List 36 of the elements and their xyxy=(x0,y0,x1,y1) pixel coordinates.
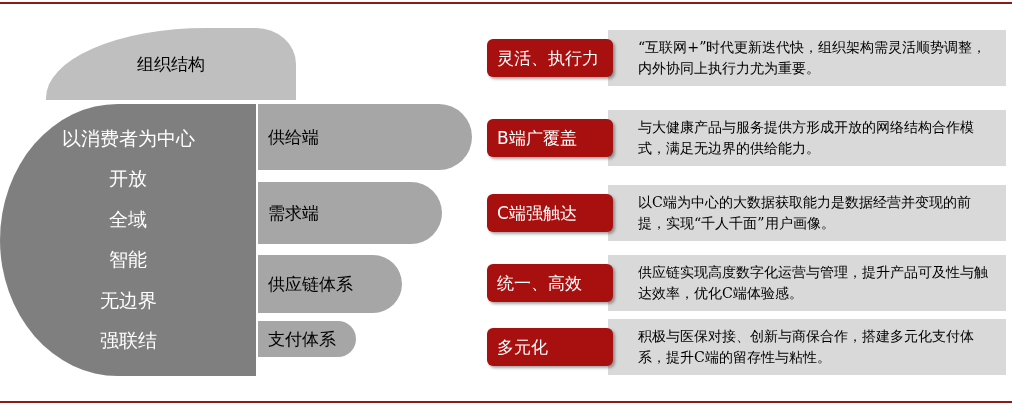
description-text: 以C端为中心的大数据获取能力是数据经营并变现的前提，实现“千人千面”用户画像。 xyxy=(638,193,972,233)
label-text: 多元化 xyxy=(497,335,549,359)
label-text: 供应链体系 xyxy=(268,272,354,296)
finger-shape xyxy=(258,321,356,357)
label-text: 统一、高效 xyxy=(497,271,583,295)
category-tab xyxy=(487,264,613,302)
category-tab xyxy=(487,194,613,232)
description-panel xyxy=(608,319,1006,375)
trait-text: 开放 xyxy=(108,166,148,192)
trait-text: 全域 xyxy=(108,206,148,232)
label-text: B端广覆盖 xyxy=(497,126,578,150)
description-text: 与大健康产品与服务提供方形成开放的网络结构合作模式，满足无边界的供给能力。 xyxy=(638,118,975,158)
label-text: 需求端 xyxy=(268,201,320,225)
finger-shape xyxy=(258,182,442,244)
finger-shape xyxy=(258,104,472,170)
trait-text: 无边界 xyxy=(98,287,158,313)
label-text: 组织结构 xyxy=(136,52,206,76)
trait-text: 以消费者为中心 xyxy=(60,125,196,151)
label-text: 支付体系 xyxy=(268,327,337,351)
description-panel xyxy=(608,30,1006,86)
description-panel xyxy=(608,110,1006,166)
category-tab xyxy=(487,328,613,366)
description-panel xyxy=(608,255,1006,311)
category-tab xyxy=(487,39,613,77)
description-text: 积极与医保对接、创新与商保合作，搭建多元化支付体系，提升C端的留存性与粘性。 xyxy=(638,327,975,367)
description-panel xyxy=(608,185,1006,241)
trait-text: 智能 xyxy=(108,247,148,273)
finger-shape xyxy=(258,255,402,313)
description-text: “互联网+”时代更新迭代快，组织架构需灵活顺势调整，内外协同上执行力尤为重要。 xyxy=(638,38,988,78)
label-text: C端强触达 xyxy=(497,201,578,225)
trait-text: 强联结 xyxy=(98,328,158,354)
description-text: 供应链实现高度数字化运营与管理，提升产品可及性与触达效率，优化C端体验感。 xyxy=(638,263,989,303)
label-text: 供给端 xyxy=(268,125,320,149)
label-text: 灵活、执行力 xyxy=(497,46,600,70)
palm-shape xyxy=(0,104,256,376)
category-tab xyxy=(487,119,613,157)
